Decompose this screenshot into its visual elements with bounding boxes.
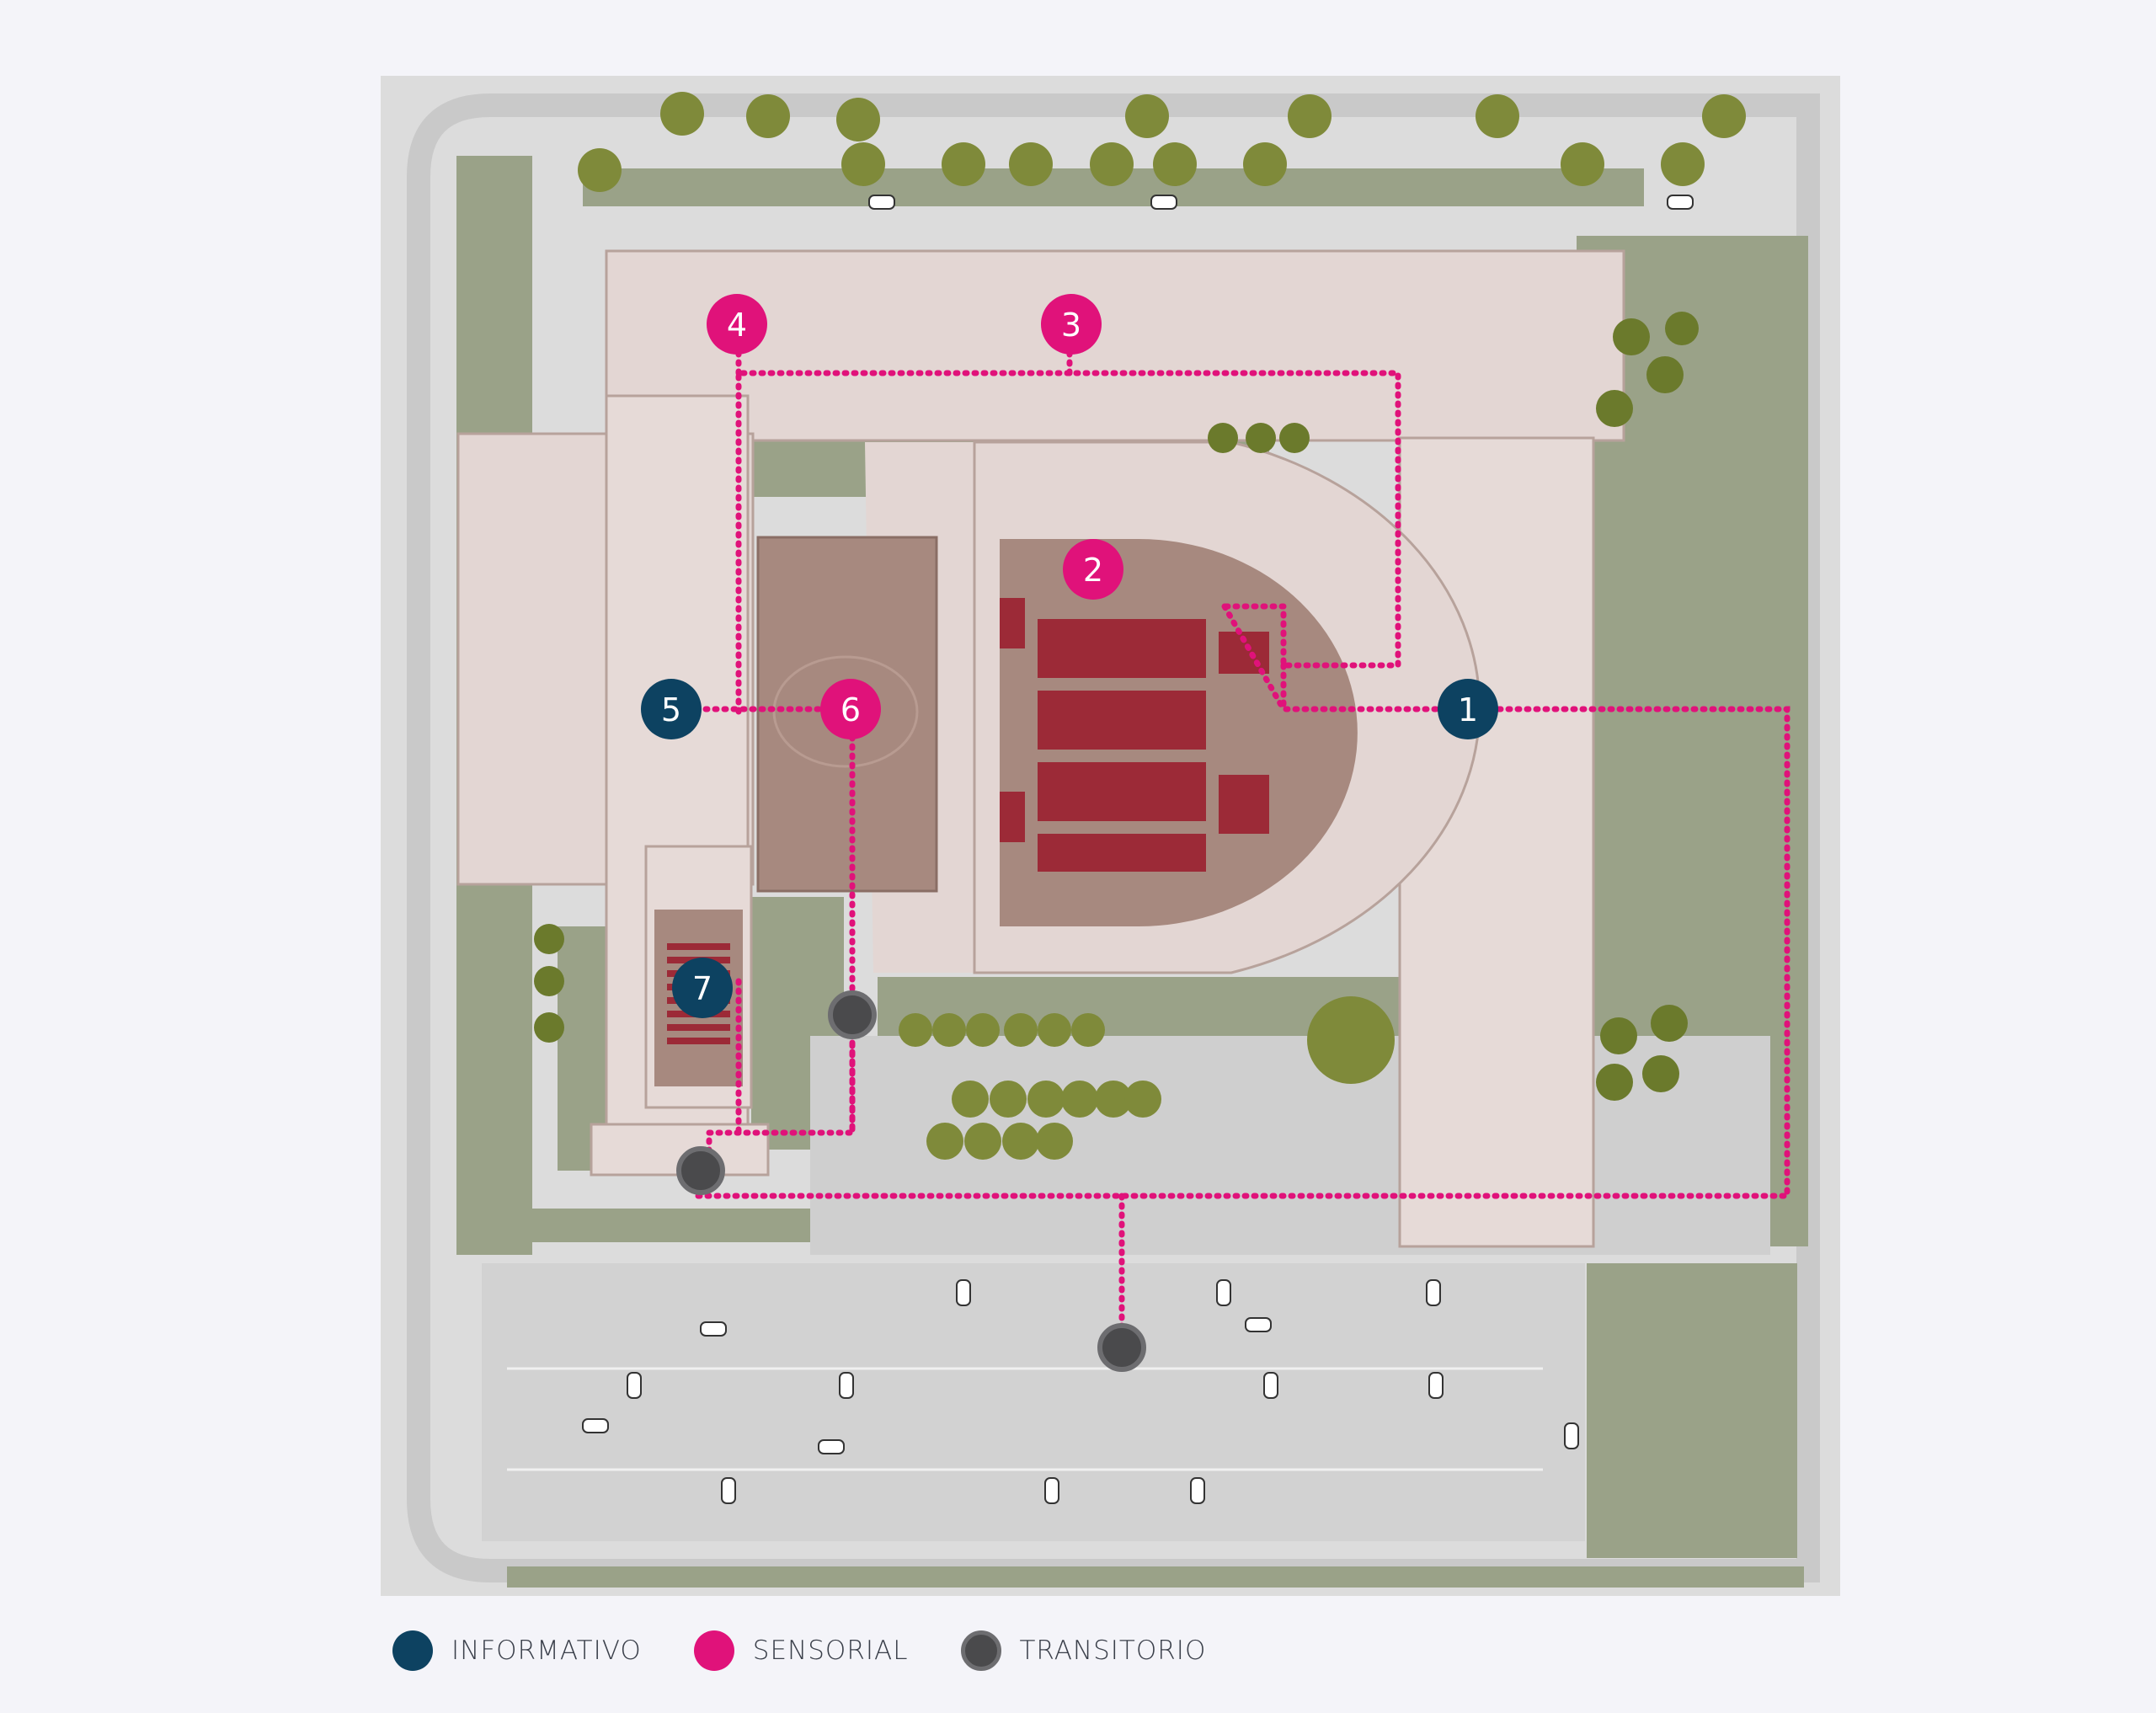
marker-3[interactable]: 3 [1041,294,1102,355]
transit-point-1 [828,990,877,1039]
perimeter-road [407,93,1820,1582]
marker-1-label: 1 [1458,691,1478,728]
marker-3-circle [1041,294,1102,355]
marker-2[interactable]: 2 [1063,539,1123,600]
transit-point-3 [1097,1323,1146,1372]
site-plan-map: 1 2 3 4 5 6 7 [381,76,1840,1596]
transitorio-ring-icon [960,1630,1001,1671]
marker-6[interactable]: 6 [820,679,881,739]
marker-4[interactable]: 4 [707,294,767,355]
marker-7-label: 7 [692,970,712,1007]
marker-5-circle [641,679,702,739]
marker-2-label: 2 [1083,552,1103,589]
building-north-offices [605,249,1625,442]
sensorial-dot-icon [693,1630,734,1671]
marker-1-circle [1438,679,1498,739]
informativo-dot-icon [392,1630,433,1671]
marker-7-circle [672,958,733,1018]
transit-point-2 [676,1146,725,1195]
marker-1[interactable]: 1 [1438,679,1498,739]
marker-5[interactable]: 5 [641,679,702,739]
marker-3-label: 3 [1061,307,1081,344]
parked-cars [582,195,1694,1504]
legend-item-informativo: INFORMATIVO [392,1630,642,1671]
marker-4-label: 4 [727,307,747,344]
legend-item-transitorio: TRANSITORIO [960,1630,1207,1671]
stage-turntable [772,655,919,768]
marker-6-label: 6 [841,691,861,728]
parking-hedge-south [507,1566,1804,1588]
marker-4-circle [707,294,767,355]
marker-7[interactable]: 7 [672,958,733,1018]
legend-label-sensorial: SENSORIAL [752,1636,909,1666]
marker-5-label: 5 [661,691,681,728]
legend-label-informativo: INFORMATIVO [451,1636,642,1666]
lawn-southeast [1587,1263,1797,1558]
transit-points [676,990,1146,1372]
legend-label-transitorio: TRANSITORIO [1019,1636,1207,1666]
marker-2-circle [1063,539,1123,600]
parking-stripes [507,1367,1543,1471]
palm-trees [534,312,1699,1101]
map-legend: INFORMATIVO SENSORIAL TRANSITORIO [392,1625,1258,1676]
marker-6-circle [820,679,881,739]
parking-lot [482,1263,1585,1541]
tree-canopy [578,92,1746,1160]
auditorium-seats [1000,598,1269,872]
legend-item-sensorial: SENSORIAL [693,1630,909,1671]
